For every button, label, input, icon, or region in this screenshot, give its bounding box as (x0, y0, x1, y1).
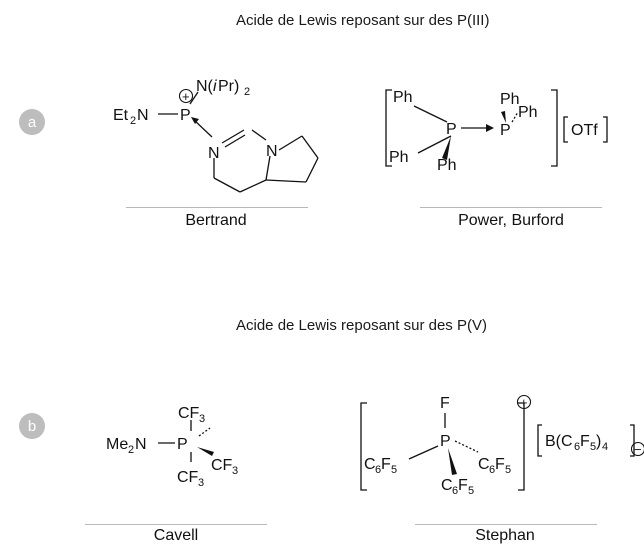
svg-text:F: F (381, 456, 391, 473)
svg-text:Me: Me (106, 436, 128, 453)
section-a-title: Acide de Lewis reposant sur des P(III) (236, 12, 490, 29)
svg-text:B(C: B(C (545, 433, 573, 450)
svg-text:3: 3 (199, 413, 205, 425)
svg-text:Pr): Pr) (218, 78, 239, 95)
svg-text:P: P (500, 122, 511, 139)
section-b-badge: b (19, 413, 45, 439)
svg-text:CF: CF (177, 469, 199, 486)
svg-text:+: + (520, 395, 528, 410)
svg-text:OTf: OTf (571, 122, 598, 139)
svg-text:+: + (182, 89, 190, 104)
svg-text:P: P (177, 436, 188, 453)
cavell-caption: Cavell (153, 527, 199, 544)
bertrand-rule (126, 207, 308, 208)
bertrand-caption: Bertrand (185, 212, 247, 229)
svg-text:6: 6 (574, 441, 580, 453)
svg-text:6: 6 (375, 464, 381, 476)
svg-text:Ph: Ph (518, 104, 538, 121)
svg-text:Ph: Ph (437, 157, 457, 174)
svg-text:2: 2 (244, 86, 250, 98)
power-burford-structure (385, 89, 608, 167)
svg-text:F: F (495, 456, 505, 473)
stephan-structure (360, 394, 644, 491)
svg-text:C: C (441, 477, 453, 494)
svg-text:P: P (446, 121, 457, 138)
section-a-badge-label: a (27, 113, 37, 131)
svg-text:F: F (458, 477, 468, 494)
svg-text:): ) (596, 433, 601, 450)
svg-text:6: 6 (489, 464, 495, 476)
power-burford-caption: Power, Burford (458, 212, 564, 229)
section-b-badge-label: b (27, 417, 37, 435)
svg-text:CF: CF (178, 405, 200, 422)
svg-text:N: N (135, 436, 147, 453)
svg-text:N: N (137, 107, 149, 124)
svg-text:5: 5 (505, 464, 511, 476)
svg-text:6: 6 (452, 485, 458, 497)
cavell-rule (85, 524, 267, 525)
svg-text:F: F (440, 395, 450, 412)
svg-text:Ph: Ph (393, 89, 413, 106)
svg-text:2: 2 (128, 444, 134, 456)
svg-text:5: 5 (590, 441, 596, 453)
cavell-structure (158, 420, 214, 462)
svg-text:−: − (634, 442, 642, 457)
power-burford-labels: Ph P P Ph Ph Ph Ph OTf (389, 89, 598, 174)
svg-text:Ph: Ph (389, 149, 409, 166)
svg-text:N: N (208, 145, 220, 162)
svg-text:3: 3 (232, 465, 238, 477)
power-burford-rule (420, 207, 602, 208)
svg-text:F: F (580, 433, 590, 450)
section-a-badge: a (19, 109, 45, 135)
svg-text:N(: N( (196, 78, 214, 95)
svg-text:2: 2 (130, 115, 136, 127)
bertrand-structure (158, 88, 319, 193)
svg-text:C: C (364, 456, 376, 473)
svg-text:4: 4 (602, 441, 608, 453)
svg-text:P: P (180, 107, 191, 124)
svg-text:3: 3 (198, 477, 204, 489)
svg-text:Et: Et (113, 107, 129, 124)
svg-text:i: i (213, 78, 217, 95)
svg-text:5: 5 (391, 464, 397, 476)
svg-text:CF: CF (211, 457, 233, 474)
svg-text:C: C (478, 456, 490, 473)
stephan-rule (415, 524, 597, 525)
svg-text:Ph: Ph (500, 91, 520, 108)
stephan-caption: Stephan (475, 527, 535, 544)
section-b-title: Acide de Lewis reposant sur des P(V) (236, 317, 487, 334)
svg-text:P: P (440, 433, 451, 450)
svg-text:N: N (266, 143, 278, 160)
svg-text:5: 5 (468, 485, 474, 497)
